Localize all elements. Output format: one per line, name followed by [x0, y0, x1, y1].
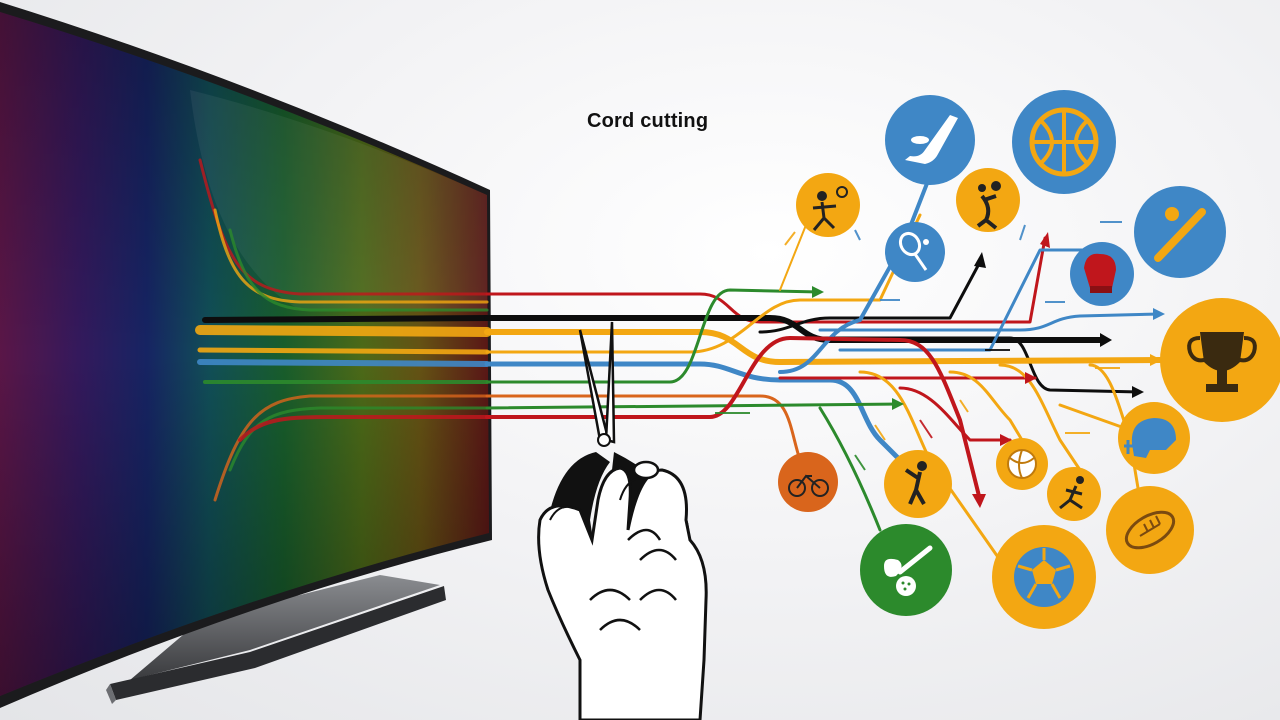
tennis-icon	[885, 222, 945, 282]
curved-tv	[0, 2, 492, 708]
baseball-icon	[1134, 186, 1226, 278]
boxing-icon	[1070, 242, 1134, 306]
hand-with-scissors	[537, 321, 708, 720]
soccer-icon	[992, 525, 1096, 629]
small-arrows	[715, 221, 1122, 471]
tv-stand	[106, 575, 446, 704]
golfer-icon	[884, 450, 952, 518]
trophy-icon	[1160, 298, 1280, 422]
running-icon	[1047, 467, 1101, 521]
rugby-ball-icon	[1106, 486, 1194, 574]
badminton-icon	[796, 173, 860, 237]
football-helmet-icon	[1118, 402, 1190, 474]
hockey-icon	[885, 95, 975, 185]
caption-cord-cutting: Cord cutting	[587, 110, 709, 132]
volleyball-icon	[996, 438, 1048, 490]
cable-streams	[195, 148, 1165, 562]
golf-icon	[860, 524, 952, 616]
sport-icons	[778, 90, 1280, 629]
volleyball-player-icon	[956, 168, 1020, 232]
cycling-icon	[778, 452, 838, 512]
basketball-icon	[1012, 90, 1116, 194]
